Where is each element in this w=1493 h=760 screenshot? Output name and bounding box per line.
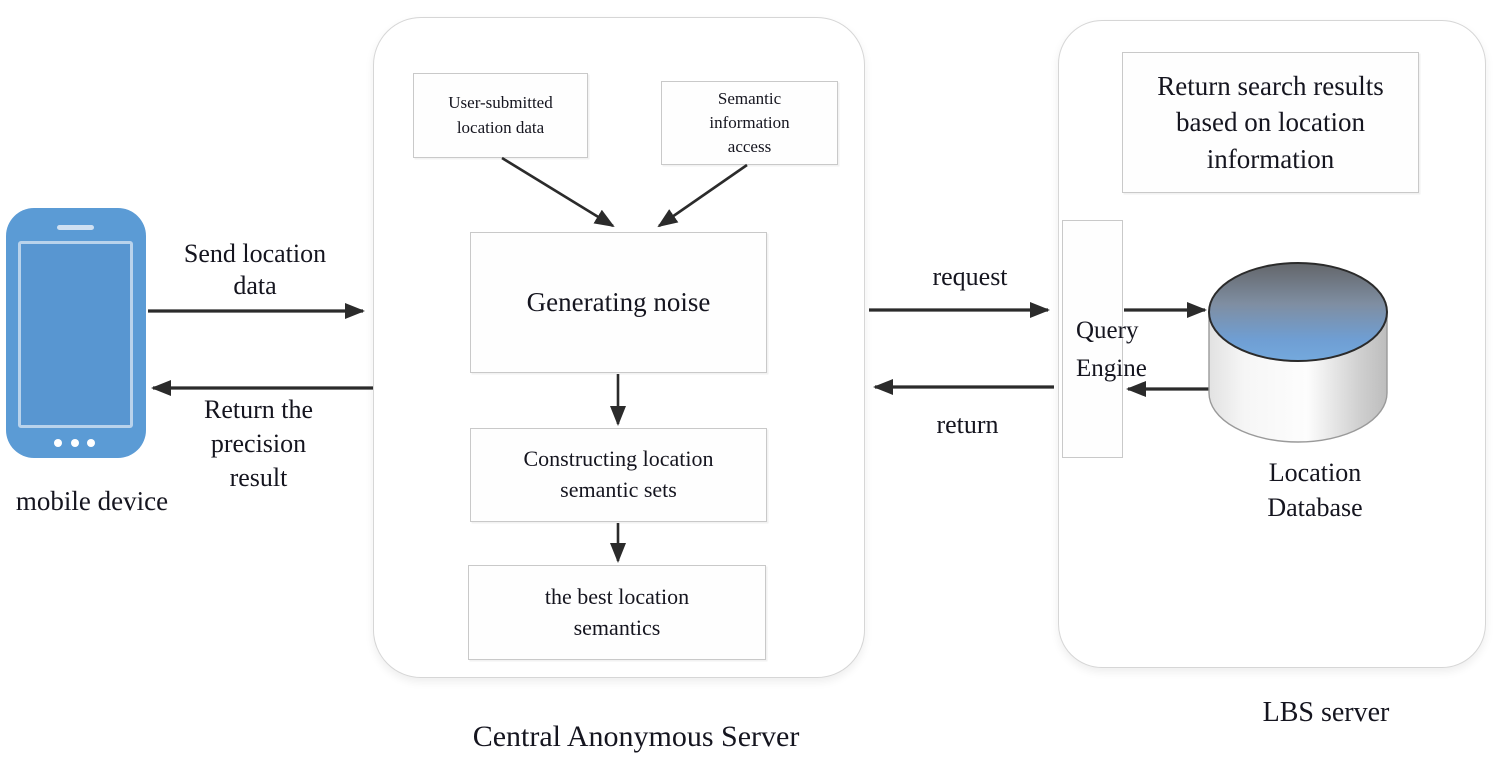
return-precision-label: Return the precision result [203, 395, 314, 492]
lbs-server-label: LBS server [1262, 697, 1390, 728]
location-database-label: Location Database [1267, 458, 1363, 523]
query-engine-box [1062, 220, 1123, 458]
send-location-label: Send location data [183, 239, 327, 300]
semantic-information-access-box: Semantic information access [661, 81, 838, 165]
mobile-device-label: mobile device [15, 486, 169, 516]
phone-dot [87, 439, 95, 447]
return-search-results-box: Return search results based on location … [1122, 52, 1419, 193]
central-anonymous-server-label: Central Anonymous Server [472, 720, 800, 753]
constructing-location-semantic-sets-box: Constructing location semantic sets [470, 428, 767, 522]
phone-dot [71, 439, 79, 447]
query-engine-label: Query Engine [1076, 317, 1147, 382]
generating-noise-box: Generating noise [470, 232, 767, 373]
phone-speaker [57, 225, 94, 230]
request-label: request [932, 262, 1008, 291]
user-submitted-location-box: User-submitted location data [413, 73, 588, 158]
phone-screen [18, 241, 133, 428]
mobile-device-icon [6, 208, 146, 458]
best-location-semantics-box: the best location semantics [468, 565, 766, 660]
return-label: return [936, 410, 999, 439]
phone-dot [54, 439, 62, 447]
